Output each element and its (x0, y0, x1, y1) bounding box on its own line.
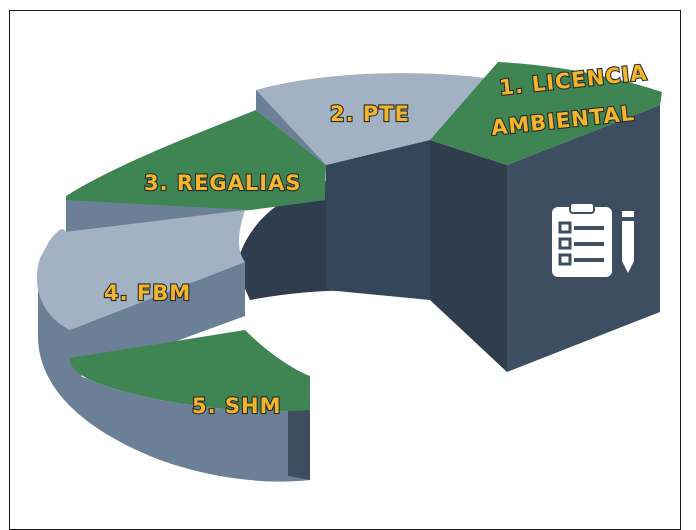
segment-5-top (69, 330, 310, 412)
segment-5-side (38, 340, 310, 482)
segment-2-label: 2. PTE (330, 102, 410, 126)
ring-inner-wall-shadow (326, 140, 430, 300)
segment-4-label: 4. FBM (104, 281, 191, 305)
segment-2-top (256, 73, 500, 165)
clipboard-checklist-pencil-icon (552, 202, 634, 277)
segment-1-top (430, 62, 662, 165)
segment-3-top (66, 110, 326, 210)
segment-1-left (430, 140, 507, 372)
segment-3-label: 3. REGALIAS (144, 171, 301, 195)
segment-5-label: 5. SHM (192, 394, 282, 418)
segmented-ring-diagram: 1. LICENCIA AMBIENTAL 2. PTE 3. REGALIAS… (36, 59, 662, 482)
segment-4-top (36, 210, 245, 330)
